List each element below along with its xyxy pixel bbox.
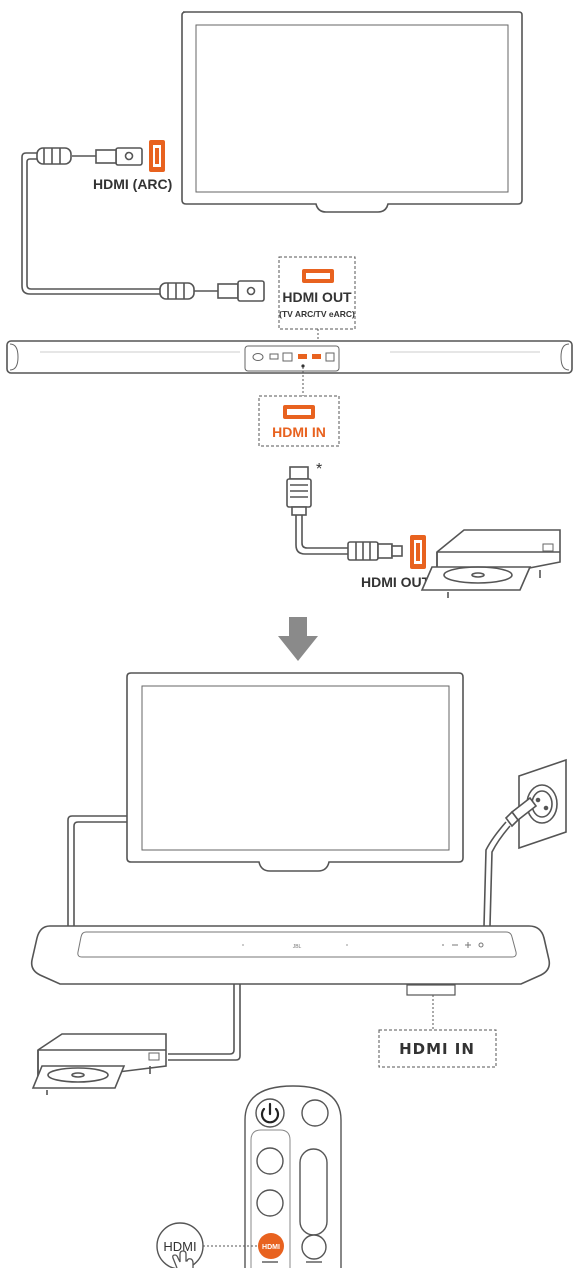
hdmi-out-label: HDMI OUT <box>282 289 352 305</box>
power-icon <box>260 1102 280 1124</box>
hand-pointer-icon <box>172 1250 194 1268</box>
hdmi-out-player-label: HDMI OUT <box>361 574 431 590</box>
remote-source-button-1[interactable] <box>256 1147 284 1175</box>
remote-top-right-button[interactable] <box>301 1099 329 1127</box>
down-arrow-icon <box>278 617 318 661</box>
remote-volume-rocker[interactable] <box>299 1148 328 1236</box>
remote-source-button-2[interactable] <box>256 1189 284 1217</box>
hdmi-in-label-bottom: HDMI IN <box>399 1040 475 1058</box>
remote-button-right-lower[interactable] <box>301 1234 327 1260</box>
cable-soundbar-player <box>168 984 241 1061</box>
tv-hdmi-arc-port <box>149 140 165 172</box>
power-button[interactable] <box>255 1098 285 1128</box>
remote-hdmi-button[interactable]: HDMI <box>258 1233 284 1259</box>
tv-bottom <box>126 672 464 872</box>
cable-tv-soundbar <box>67 815 128 926</box>
hdmi-cable-arc <box>21 147 265 302</box>
hdmi-in-callout-top <box>258 367 340 447</box>
remote-hdmi-callout-label: HDMI <box>163 1239 196 1254</box>
remote-hdmi-button-label: HDMI <box>262 1244 280 1251</box>
hdmi-cable-player <box>286 466 403 561</box>
player-hdmi-port <box>410 535 426 569</box>
hdmi-in-label-top: HDMI IN <box>272 424 326 440</box>
asterisk-note: * <box>316 461 322 478</box>
tv-top <box>181 11 523 213</box>
remote-hdmi-callout <box>156 1222 204 1268</box>
blu-ray-player-bottom <box>31 1033 167 1095</box>
power-plug <box>483 796 538 927</box>
hdmi-out-sublabel: (TV ARC/TV eARC) <box>279 309 355 319</box>
soundbar-logo: JBL <box>293 944 302 950</box>
soundbar-rear <box>6 340 573 374</box>
hdmi-arc-label: HDMI (ARC) <box>93 176 172 192</box>
blu-ray-player-top <box>420 529 561 598</box>
hdmi-in-callout-bottom <box>378 995 497 1068</box>
soundbar-front: JBL <box>30 925 551 996</box>
